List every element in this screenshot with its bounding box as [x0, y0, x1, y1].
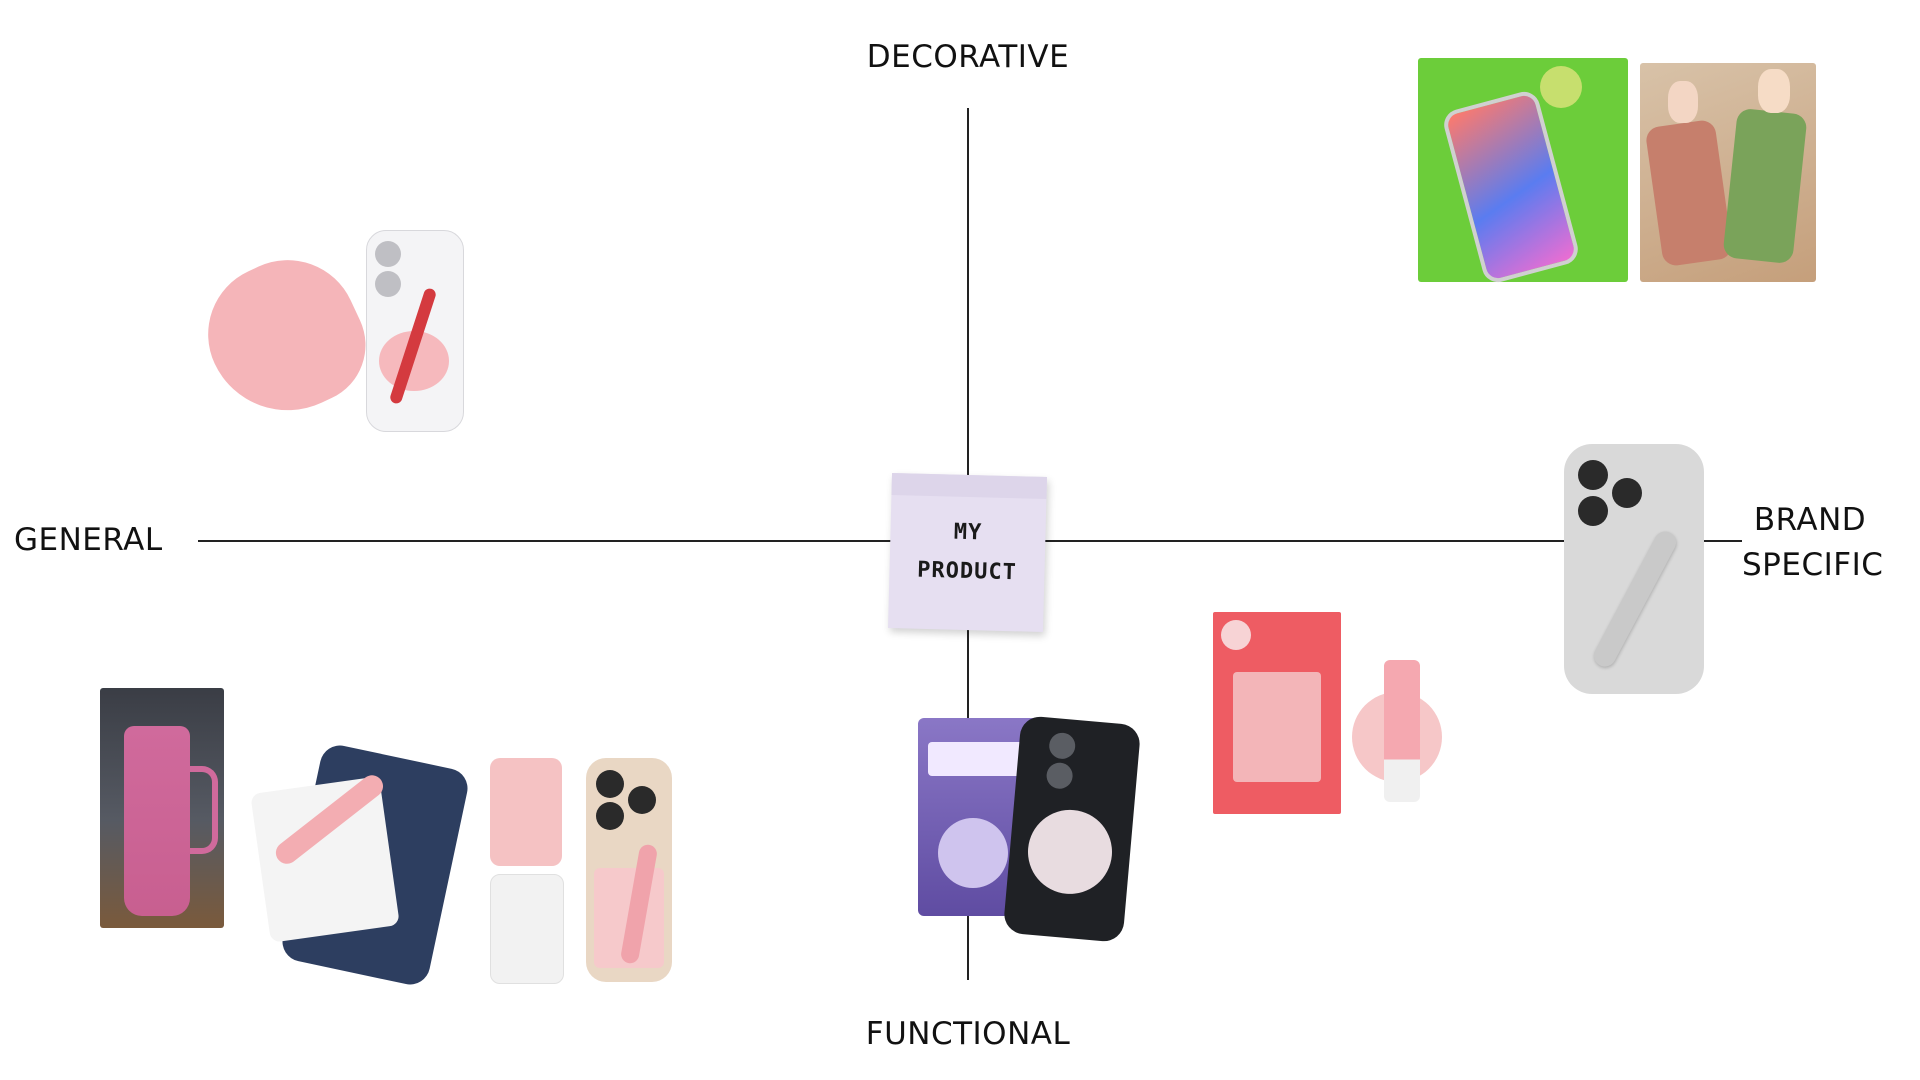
axis-label-right: BRAND SPECIFIC [1742, 498, 1884, 588]
blue-phone-image [250, 741, 472, 989]
tumbler-handle-image [190, 766, 218, 854]
magnetic-holder-image [1024, 806, 1116, 898]
axis-label-top: DECORATIVE [840, 35, 1096, 80]
decorative-phone-photo [1418, 58, 1628, 286]
camera-lens-icon [1578, 460, 1608, 490]
axis-label-right-line1: BRAND [1753, 502, 1867, 538]
heart-holder-image [185, 237, 385, 437]
white-holder-pad-image [250, 776, 400, 943]
camera-lens-icon [375, 271, 401, 297]
sticky-note-line2: PRODUCT [916, 557, 1018, 585]
axis-label-bottom: FUNCTIONAL [840, 1012, 1096, 1057]
holder-window-image [938, 818, 1008, 888]
white-pad-image [490, 874, 564, 984]
sticky-note-line1: MY [953, 519, 983, 546]
lanolips-package-image [1213, 612, 1341, 814]
white-phone-image [366, 230, 464, 432]
black-phone-image [1002, 715, 1142, 943]
camera-lens-icon [375, 241, 401, 267]
my-product-sticky-note: MY PRODUCT [887, 472, 1048, 633]
logo-icon [1221, 620, 1251, 650]
brand-phone-case-image [1564, 444, 1704, 694]
pucker-logo-icon [928, 742, 1030, 776]
camera-lens-icon [1612, 478, 1642, 508]
lip-balm-tube-image [1384, 660, 1420, 802]
camera-lens-icon [596, 770, 624, 798]
pink-pad-image [490, 758, 562, 866]
camera-lens-icon [1578, 496, 1608, 526]
pink-phone-case-image [1644, 118, 1734, 268]
camera-lens-icon [628, 786, 656, 814]
camera-lens-icon [1045, 761, 1074, 790]
figurine-icon [1758, 69, 1790, 113]
axis-label-left: GENERAL [14, 518, 184, 563]
package-window-image [1233, 672, 1321, 782]
lip-tube-holder-image [1590, 527, 1680, 671]
decorative-phone-photo [1640, 63, 1816, 282]
figurine-icon [1540, 66, 1582, 108]
tumbler-photo [100, 688, 224, 928]
camera-lens-icon [596, 802, 624, 830]
axis-label-right-line2: SPECIFIC [1742, 546, 1884, 583]
phone-screen-image [1440, 88, 1582, 286]
gold-phone-image [586, 758, 672, 982]
green-phone-case-image [1722, 107, 1808, 265]
camera-lens-icon [1048, 731, 1077, 760]
figurine-icon [1668, 81, 1698, 123]
pink-tumbler-image [124, 726, 190, 916]
